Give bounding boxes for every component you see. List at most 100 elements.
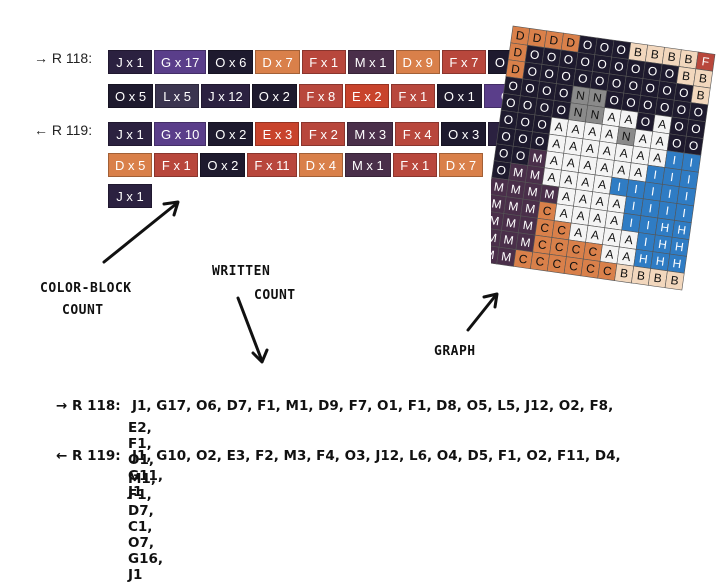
graph-cell-symbol: M [531, 151, 543, 166]
graph-cell-symbol: C [556, 223, 567, 238]
color-block: M x 3 [347, 122, 394, 146]
color-block: O x 2 [200, 153, 246, 177]
graph-cell-symbol: C [588, 244, 599, 259]
graph-cell-symbol: C [542, 204, 553, 219]
graph-cell-symbol: O [609, 93, 620, 108]
graph-cell-symbol: O [671, 136, 682, 151]
graph-cell-symbol: O [577, 71, 588, 86]
graph-cell-symbol: A [619, 146, 629, 161]
graph-cell-symbol: I [643, 235, 648, 249]
graph-cell-symbol: I [648, 201, 653, 215]
graph-cell-symbol: I [684, 189, 689, 203]
graph-cell-symbol: M [527, 184, 539, 199]
graph-cell-symbol: C [602, 263, 613, 278]
graph-cell-symbol: A [578, 191, 588, 206]
graph-cell-symbol: O [661, 83, 672, 98]
graph-cell-symbol: A [554, 119, 564, 134]
graph-cell-symbol: M [491, 196, 503, 211]
graph-cell-symbol: O [674, 119, 685, 134]
color-block: O x 5 [108, 84, 154, 108]
graph-cell-symbol: H [674, 239, 685, 254]
graph-cell-symbol: M [493, 179, 505, 194]
graph-cell-symbol: B [650, 47, 660, 62]
row-118-label: → R 118: [34, 50, 93, 66]
graph-cell-symbol: O [496, 163, 507, 178]
graph-cell-symbol: A [605, 247, 615, 262]
color-block: F x 1 [154, 153, 199, 177]
graph-cell-symbol: A [549, 153, 559, 168]
graph-cell-symbol: C [568, 259, 579, 274]
graph-cell-symbol: A [607, 110, 617, 125]
graph-cell-symbol: M [505, 216, 517, 231]
color-block: M x 1 [344, 153, 391, 177]
graph-cell-symbol: N [621, 129, 632, 144]
graph-cell-symbol: A [585, 141, 595, 156]
graph-cell-symbol: C [552, 256, 563, 271]
graph-cell-symbol: M [503, 232, 515, 247]
graph-cell-symbol: A [566, 155, 576, 170]
graph-cell-symbol: A [653, 150, 663, 165]
color-block: O x 2 [208, 122, 254, 146]
graph-cell-symbol: O [524, 81, 535, 96]
graph-cell-symbol: I [645, 218, 650, 232]
graph-cell-symbol: A [607, 230, 617, 245]
written-note-line-1: WRITTEN [212, 264, 271, 279]
graph-cell-symbol: O [664, 66, 675, 81]
graph-cell-symbol: C [539, 220, 550, 235]
graph-cell-symbol: N [590, 107, 601, 122]
graph-cell-symbol: A [576, 208, 586, 223]
graph-cell-symbol: M [510, 182, 522, 197]
graph-cell-symbol: M [491, 213, 500, 228]
written-arrow-head [251, 348, 269, 364]
graph-cell-symbol: O [580, 54, 591, 69]
graph-cell-symbol: O [678, 85, 689, 100]
graph-cell-symbol: B [667, 49, 677, 64]
graph-cell-symbol: O [647, 64, 658, 79]
graph-cell-symbol: N [575, 88, 586, 103]
graph-cell-symbol: M [512, 165, 524, 180]
graph-cell-symbol: M [520, 235, 532, 250]
graph-cell-symbol: O [625, 95, 636, 110]
graph-cell-symbol: A [547, 170, 557, 185]
graph-cell-symbol: I [653, 168, 658, 182]
color-block: D x 5 [108, 153, 153, 177]
color-block: F x 2 [301, 122, 346, 146]
graph-cell-symbol: O [659, 100, 670, 115]
graph-cell-symbol: A [609, 213, 619, 228]
graph-cell-symbol: O [498, 146, 509, 161]
graph-cell-symbol: D [549, 33, 560, 48]
graph-cell-symbol: M [522, 218, 534, 233]
graph-cell-symbol: O [541, 83, 552, 98]
graph-cell-symbol: O [560, 69, 571, 84]
graph-cell-symbol: O [500, 129, 511, 144]
color-block: F x 1 [301, 50, 346, 74]
graph-cell-symbol: H [655, 254, 666, 269]
graph-cell-symbol: O [503, 112, 514, 127]
written-note-line-2: COUNT [254, 288, 296, 303]
graph-cell-symbol: A [604, 126, 614, 141]
graph-cell-symbol: M [529, 167, 541, 182]
graph-cell-symbol: D [515, 28, 526, 43]
graph-cell-symbol: O [630, 61, 641, 76]
graph-cell-symbol: O [520, 115, 531, 130]
graph-note: GRAPH [434, 344, 476, 359]
graph-cell-symbol: I [617, 180, 622, 194]
graph-cell-symbol: A [595, 194, 605, 209]
graph-cell-symbol: O [613, 59, 624, 74]
graph-cell-symbol: A [597, 177, 607, 192]
graph-cell-symbol: O [522, 98, 533, 113]
written-r118-label: → R 118: [56, 398, 121, 414]
color-block: M x 1 [347, 50, 394, 74]
color-block: G x 17 [154, 50, 207, 74]
graph-cell-symbol: I [689, 155, 694, 169]
graph-cell-symbol: I [669, 170, 674, 184]
graph-cell-symbol: I [631, 199, 636, 213]
graph-cell-symbol: A [612, 196, 622, 211]
written-r118-line-1: J1, G17, O6, D7, F1, M1, D9, F7, O1, F1,… [132, 398, 614, 414]
graph-cell-symbol: M [544, 187, 556, 202]
graph-cell-symbol: O [693, 105, 704, 120]
graph-cell-symbol: O [515, 148, 526, 163]
color-block: D x 7 [255, 50, 300, 74]
graph-cell-symbol: A [624, 112, 634, 127]
